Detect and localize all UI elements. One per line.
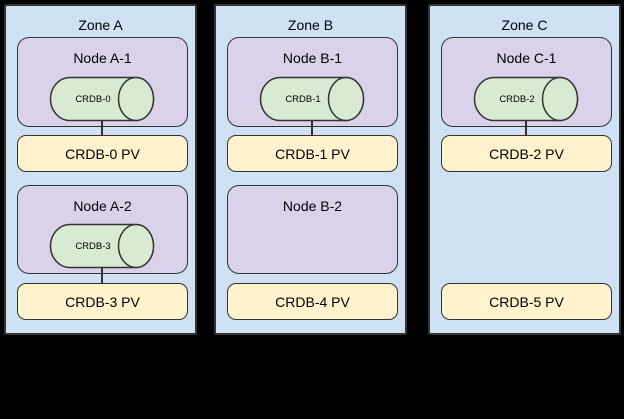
crdb-1-pv-box: CRDB-1 PV (227, 135, 398, 172)
zone-a-label: Zone A (78, 17, 123, 33)
zone-c-label: Zone C (501, 17, 548, 33)
crdb-0-pv-label: CRDB-0 PV (65, 145, 140, 162)
connector-line (100, 121, 103, 135)
crdb-2-pod-cylinder: CRDB-2 (473, 76, 579, 122)
cylinder-shape (259, 76, 365, 122)
crdb-5-pv-label: CRDB-5 PV (489, 293, 564, 310)
connector-line (100, 268, 103, 283)
node-a-1-label: Node A-1 (73, 50, 132, 66)
crdb-2-pv-label: CRDB-2 PV (489, 145, 564, 162)
node-c-1-label: Node C-1 (496, 50, 557, 66)
crdb-0-pv-box: CRDB-0 PV (17, 135, 188, 172)
connector-line (524, 121, 527, 135)
node-b-1-label: Node B-1 (282, 50, 343, 66)
crdb-1-pod-label: CRDB-1 (285, 93, 321, 105)
node-a-1-box: Node A-1 CRDB-0 (17, 37, 188, 127)
crdb-5-pv-box: CRDB-5 PV (441, 283, 612, 320)
node-a-2-box: Node A-2 CRDB-3 (17, 185, 188, 274)
crdb-2-pod-label: CRDB-2 (499, 93, 535, 105)
node-b-1-box: Node B-1 CRDB-1 (227, 37, 398, 127)
node-a-2-label: Node A-2 (73, 198, 132, 214)
crdb-2-pv-box: CRDB-2 PV (441, 135, 612, 172)
crdb-4-pv-label: CRDB-4 PV (275, 293, 350, 310)
cylinder-shape (473, 76, 579, 122)
crdb-3-pod-label: CRDB-3 (75, 240, 111, 252)
zone-b-container: Zone B Node B-1 CRDB-1 CRDB-1 PV Node B-… (214, 4, 407, 335)
crdb-3-pod-cylinder: CRDB-3 (49, 223, 155, 269)
cylinder-shape (49, 223, 155, 269)
crdb-0-pod-label: CRDB-0 (75, 93, 111, 105)
node-b-2-label: Node B-2 (282, 198, 343, 214)
zone-b-label: Zone B (287, 17, 334, 33)
connector-line (310, 121, 313, 135)
crdb-1-pv-label: CRDB-1 PV (275, 145, 350, 162)
node-c-1-box: Node C-1 CRDB-2 (441, 37, 612, 127)
crdb-0-pod-cylinder: CRDB-0 (49, 76, 155, 122)
zone-a-container: Zone A Node A-1 CRDB-0 CRDB-0 PV Node A-… (4, 4, 197, 335)
crdb-4-pv-box: CRDB-4 PV (227, 283, 398, 320)
crdb-3-pv-label: CRDB-3 PV (65, 293, 140, 310)
zone-c-container: Zone C Node C-1 CRDB-2 CRDB-2 PV CRDB-5 … (428, 4, 621, 335)
crdb-1-pod-cylinder: CRDB-1 (259, 76, 365, 122)
node-b-2-box: Node B-2 (227, 185, 398, 274)
cylinder-shape (49, 76, 155, 122)
crdb-3-pv-box: CRDB-3 PV (17, 283, 188, 320)
